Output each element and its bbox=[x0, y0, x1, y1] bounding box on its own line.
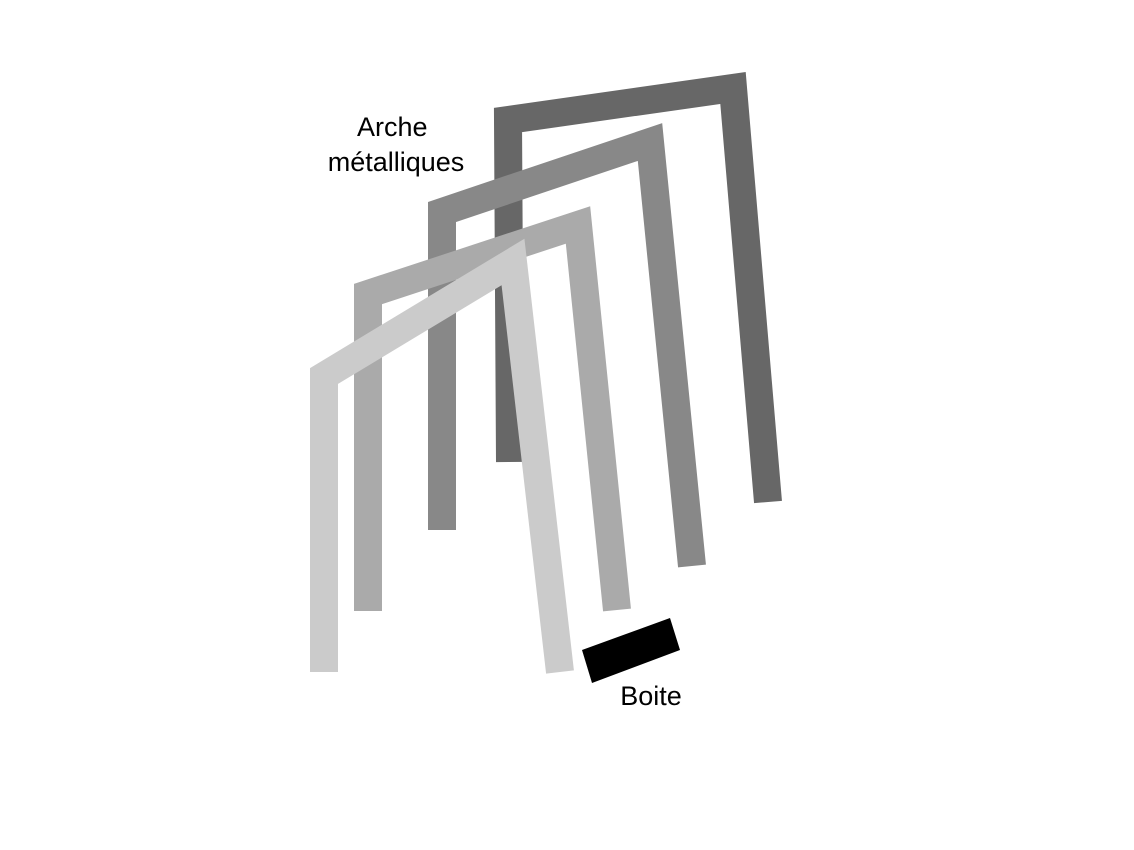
metal-arch-third-frame bbox=[354, 206, 631, 612]
metal-arch-front bbox=[310, 238, 574, 674]
metal-arch-front-frame bbox=[310, 238, 574, 674]
box-shape bbox=[582, 618, 680, 683]
arches-label: Arche métalliques bbox=[328, 112, 465, 177]
arches-label-line1: Arche bbox=[357, 112, 428, 142]
metal-arch-third bbox=[354, 206, 631, 612]
metal-arch-second-frame bbox=[428, 123, 706, 568]
arches-label-line2: métalliques bbox=[328, 147, 465, 177]
metal-arch-second bbox=[428, 123, 706, 568]
box-label: Boite bbox=[620, 681, 682, 711]
